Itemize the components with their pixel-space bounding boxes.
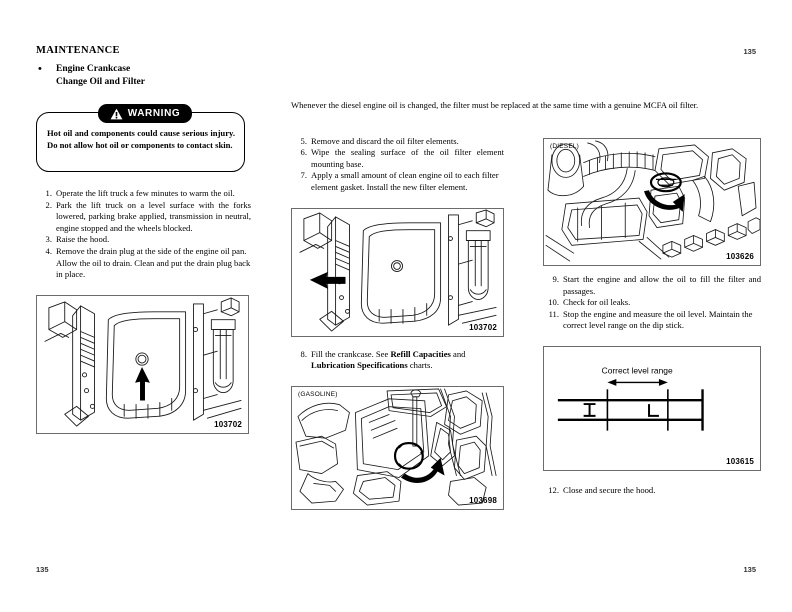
- step8-text-middle: and: [450, 348, 466, 359]
- figure-code: 103615: [726, 456, 754, 466]
- topic-heading-line-1: Engine Crankcase: [56, 64, 131, 74]
- step-text: Wipe the sealing surface of the oil filt…: [311, 147, 504, 169]
- figure-code: 103698: [469, 495, 497, 505]
- list-item: 5. Remove and discard the oil filter ele…: [291, 136, 504, 148]
- list-item: 11. Stop the engine and measure the oil …: [543, 309, 761, 332]
- middle-steps-list: 5. Remove and discard the oil filter ele…: [291, 136, 504, 194]
- step-number: 10.: [548, 297, 559, 308]
- figure-oil-pan-drain-plug: 103702: [36, 294, 249, 434]
- dipstick-range-label: Correct level range: [602, 366, 673, 376]
- right-column: (DIESEL) 103626 9. Start the engine and …: [543, 100, 761, 497]
- step-text: Raise the hood.: [56, 234, 110, 245]
- warning-banner-label: WARNING: [127, 108, 181, 119]
- step-text: Check for oil leaks.: [563, 297, 631, 308]
- step-number: 8.: [300, 348, 307, 359]
- list-item: 7. Apply a small amount of clean engine …: [291, 170, 504, 193]
- list-item: 6. Wipe the sealing surface of the oil f…: [291, 147, 504, 170]
- figure-oil-filter-location: 103702: [291, 207, 504, 337]
- list-item: 10. Check for oil leaks.: [543, 297, 761, 309]
- rotate-arrow-icon: [400, 457, 445, 483]
- step-text: Remove and discard the oil filter elemen…: [311, 135, 459, 146]
- step-number: 5.: [300, 135, 307, 146]
- step-number: 3.: [45, 234, 52, 245]
- callout-arrow: [135, 366, 150, 401]
- warning-text: Hot oil and components could cause serio…: [47, 128, 235, 150]
- footer-page-number-right: 135: [743, 565, 756, 574]
- step-number: 2.: [45, 199, 52, 210]
- step-text: Apply a small amount of clean engine oil…: [311, 170, 499, 192]
- oil-filter-location-drawing: [299, 209, 497, 332]
- oil-pan-drain-plug-drawing: [44, 297, 242, 427]
- step-text: Start the engine and allow the oil to fi…: [563, 274, 761, 296]
- step8-bold-lubrication: Lubrication Specifications: [311, 360, 408, 371]
- list-item: 8. Fill the crankcase. See Refill Capaci…: [291, 349, 504, 372]
- warning-banner: WARNING: [98, 104, 192, 123]
- step-number: 6.: [300, 147, 307, 158]
- callout-arrow: [309, 271, 346, 289]
- middle-column: Whenever the diesel engine oil is change…: [291, 100, 698, 510]
- step-number: 12.: [548, 484, 559, 495]
- topic-heading: • Engine Crankcase Change Oil and Filter: [38, 63, 145, 89]
- footer-page-number-left: 135: [36, 565, 49, 574]
- figure-tag: (DIESEL): [550, 143, 580, 150]
- step-12-list: 12. Close and secure the hood.: [543, 485, 761, 497]
- step-number: 7.: [300, 170, 307, 181]
- list-item: 1. Operate the lift truck a few minutes …: [36, 188, 251, 200]
- step-number: 11.: [548, 308, 559, 319]
- warning-box: WARNING Hot oil and components could cau…: [36, 104, 249, 176]
- left-steps-list: 1. Operate the lift truck a few minutes …: [36, 188, 251, 281]
- step8-text-before: Fill the crankcase. See: [311, 348, 391, 359]
- dipstick-level-diagram: Correct level range: [557, 366, 704, 431]
- list-item: 2. Park the lift truck on a level surfac…: [36, 200, 251, 235]
- list-item: 12. Close and secure the hood.: [543, 485, 761, 497]
- list-item: 9. Start the engine and allow the oil to…: [543, 274, 761, 297]
- step-text: Close and secure the hood.: [563, 484, 656, 495]
- list-item: 4. Remove the drain plug at the side of …: [36, 246, 251, 281]
- step8-text-after: charts.: [407, 360, 433, 371]
- step-number: 1.: [45, 188, 52, 198]
- figure-code: 103702: [469, 322, 497, 332]
- step-text: Park the lift truck on a level surface w…: [56, 199, 251, 233]
- rotate-arrow-icon: [644, 190, 685, 212]
- figure-code: 103702: [214, 419, 242, 429]
- step8-bold-refill: Refill Capacities: [390, 348, 451, 359]
- intro-paragraph: Whenever the diesel engine oil is change…: [291, 100, 699, 110]
- figure-dipstick-level: Correct level range 103615: [543, 345, 761, 471]
- figure-diesel-oil-fill: (DIESEL) 103626: [543, 138, 761, 266]
- right-steps-list: 9. Start the engine and allow the oil to…: [543, 274, 761, 332]
- figure-gasoline-oil-fill: (GASOLINE) 103698: [291, 385, 504, 510]
- step-text: Operate the lift truck a few minutes to …: [56, 188, 235, 198]
- bullet-icon: •: [38, 63, 42, 75]
- step-text: Remove the drain plug at the side of the…: [56, 245, 251, 280]
- step-number: 9.: [552, 274, 559, 284]
- figure-code: 103626: [726, 252, 754, 261]
- step-text: Stop the engine and measure the oil leve…: [563, 308, 753, 331]
- step-number: 4.: [45, 245, 52, 256]
- gasoline-engine-drawing: [295, 388, 497, 506]
- header-page-number: 135: [743, 47, 756, 56]
- diesel-engine-drawing: [545, 140, 760, 262]
- step-text: Fill the crankcase. See Refill Capacitie…: [311, 349, 504, 372]
- left-column: WARNING Hot oil and components could cau…: [36, 100, 251, 434]
- list-item: 3. Raise the hood.: [36, 234, 251, 246]
- step-8-list: 8. Fill the crankcase. See Refill Capaci…: [291, 349, 504, 372]
- warning-triangle-icon: [110, 108, 123, 119]
- figure-tag: (GASOLINE): [298, 390, 338, 398]
- page-section-title: MAINTENANCE: [36, 45, 120, 56]
- topic-heading-line-2: Change Oil and Filter: [56, 77, 145, 87]
